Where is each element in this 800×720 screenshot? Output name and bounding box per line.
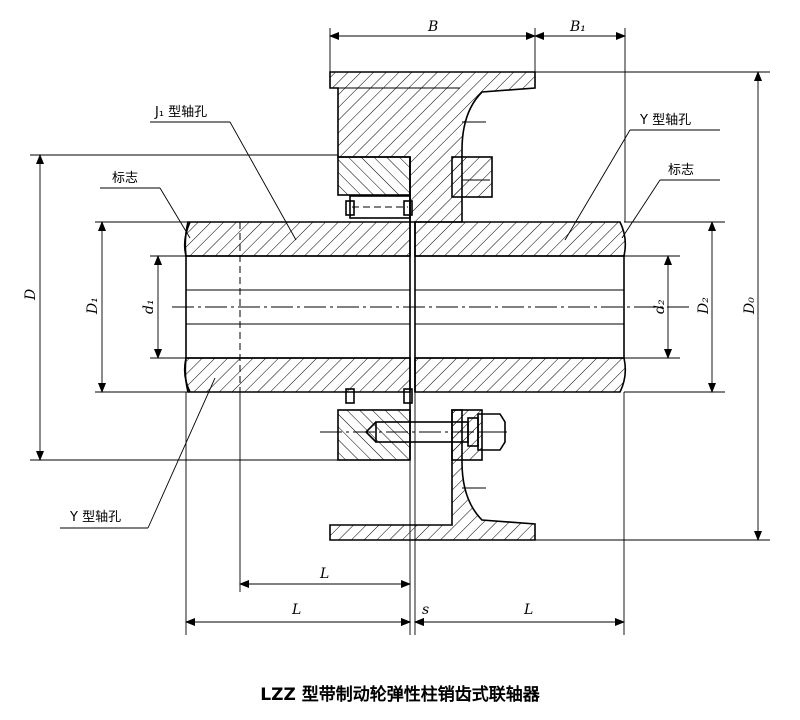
brake-wheel-bottom — [329, 409, 536, 541]
dim-L-upper: L — [319, 566, 329, 582]
dim-D0: D₀ — [742, 297, 758, 315]
label-mark-left: 标志 — [112, 171, 138, 186]
label-mark-right: 标志 — [668, 163, 694, 178]
dimension-arrows — [36, 32, 762, 626]
dim-D2: D₂ — [696, 297, 712, 315]
dim-L-right: L — [523, 602, 533, 618]
dim-D: D — [23, 289, 39, 301]
brake-wheel-top — [329, 71, 536, 223]
dim-d1: d₁ — [141, 299, 157, 314]
right-hub — [414, 221, 627, 393]
dim-L-left: L — [291, 602, 301, 618]
dim-D1: D₁ — [85, 297, 101, 315]
label-y-bore-right: Y 型轴孔 — [639, 113, 691, 128]
elastic-pin-upper — [345, 195, 413, 219]
figure-title: LZZ 型带制动轮弹性柱销齿式联轴器 — [260, 684, 540, 705]
bolt-lower — [320, 388, 510, 451]
left-hub — [183, 221, 411, 393]
leader-lines — [60, 121, 720, 529]
dim-B: B — [427, 19, 438, 35]
dim-s: s — [422, 602, 429, 618]
dim-d2: d₂ — [652, 299, 668, 314]
label-j1-bore: J₁ 型轴孔 — [154, 105, 207, 120]
label-y-bore-left: Y 型轴孔 — [69, 510, 121, 525]
lower-flange — [337, 409, 483, 461]
dim-B1: B₁ — [569, 19, 586, 35]
upper-flange — [337, 156, 493, 198]
